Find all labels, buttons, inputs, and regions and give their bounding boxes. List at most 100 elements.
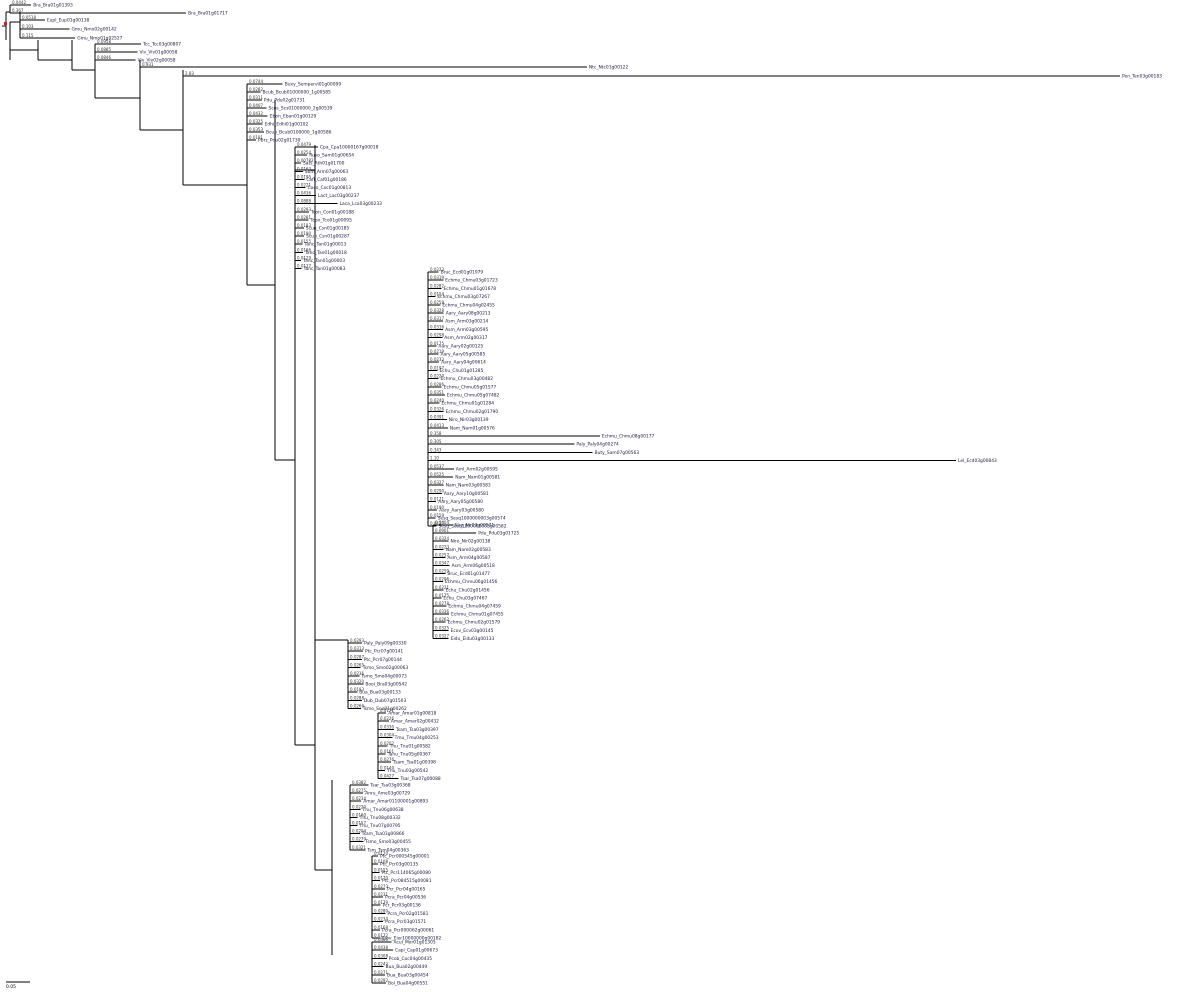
- leaf-label: Aary_Aary05g00585: [441, 352, 486, 358]
- leaf-label: Lel_Ecd03g00843: [958, 458, 997, 464]
- leaf-label: Bruc_Ecd01g01477: [447, 571, 490, 577]
- tree-branches: [2, 4, 1120, 984]
- branch-length-label: 0.0254: [297, 150, 311, 155]
- leaf-label: Ptc_Pcr03g00135: [380, 862, 418, 868]
- leaf-label: Bua_Bua02g00449: [386, 964, 428, 970]
- leaf-label: Bol_Bua04g00551: [388, 981, 428, 987]
- branch-length-label: 0.0432: [249, 111, 263, 116]
- branch-length-label: 0.0311: [249, 95, 263, 100]
- branch-length-label: 0.0262: [435, 617, 449, 622]
- leaf-label: Asm_Arm02g00317: [444, 335, 487, 341]
- leaf-label: Echu_Chu02g01456: [446, 587, 490, 593]
- leaf-label: Tsmo_Sno01g00262: [362, 706, 407, 712]
- leaf-label: Asm_Arm03g00595: [445, 327, 488, 333]
- branch-length-label: 0.0404: [435, 520, 449, 525]
- leaf-label: Ruso_Sam01g00654: [309, 153, 354, 159]
- branch-length-label: 0.0155: [374, 867, 388, 872]
- branch-length-label: 0.0163: [297, 166, 311, 171]
- branch-length-label: 0.0220: [352, 804, 366, 809]
- branch-length-label: 0.0351: [430, 390, 444, 395]
- branch-length-label: 0.0317: [430, 316, 444, 321]
- branch-length-label: 0.0193: [350, 687, 364, 692]
- leaf-label: Asm_Arm04g00587: [447, 555, 490, 561]
- branch-length-label: 0.0391: [430, 415, 444, 420]
- branch-length-label: 0.0525: [430, 472, 444, 477]
- leaf-label: Pdu_Pdu03g01725: [478, 531, 519, 537]
- leaf-label: Nam_Nam01g00576: [450, 425, 495, 431]
- leaf-label: Tsar_Tsa07g00088: [399, 776, 440, 782]
- leaf-label: Bua_Bua03g00133: [359, 690, 401, 696]
- branch-length-label: 0.115: [22, 33, 34, 38]
- branch-length-label: 0.0233: [430, 357, 444, 362]
- leaf-label: Echmu_Chmu01g01284: [442, 401, 495, 407]
- leaf-label: Tanc_Tan01g00083: [303, 266, 346, 272]
- leaf-label: Echmu_Chmu03g07267: [437, 294, 490, 300]
- leaf-label: Paly_Paly04g00274: [576, 442, 619, 448]
- branch-length-label: 0.0347: [435, 561, 449, 566]
- branch-length-label: 0.0155: [297, 239, 311, 244]
- leaf-label: Dub_Dub07g01503: [364, 698, 407, 704]
- branch-length-label: 2.83: [185, 71, 194, 76]
- leaf-label: Pcra_Pcr04g00536: [385, 895, 426, 901]
- leaf-label: Sesq_Sesq1000000003g00582: [438, 524, 506, 530]
- leaf-label: Echmu_Chmu01g07455: [451, 612, 504, 618]
- leaf-label: Eiov_Eior10000000g00182: [382, 936, 441, 942]
- leaf-label: Pcra_Pcr02g01581: [387, 911, 428, 917]
- branch-length-label: 0.00782: [297, 158, 314, 163]
- branch-length-label: 0.0353: [249, 127, 263, 132]
- branch-length-label: 0.0276: [380, 757, 394, 762]
- leaf-label: Niro_Nir02g00138: [451, 539, 491, 545]
- branch-length-label: 0.0129: [297, 255, 311, 260]
- leaf-label: Pcra_Pcr03g01571: [385, 919, 426, 925]
- branch-length-label: 0.0327: [430, 480, 444, 485]
- branch-length-label: 0.103: [22, 24, 34, 29]
- leaf-label: Amar_Amar01100001g00893: [363, 799, 428, 805]
- leaf-label: Pen_Ten03g00183: [1122, 74, 1162, 80]
- branch-length-label: 0.0197: [430, 365, 444, 370]
- branch-length-label: 0.0172: [374, 933, 388, 938]
- leaf-label: Echmu_Chmu01g01678: [444, 286, 497, 292]
- branch-length-label: 0.367: [12, 8, 24, 13]
- branch-length-label: 0.0202: [380, 741, 394, 746]
- leaf-label: Sesq_Sesq1000000003g00574: [438, 516, 506, 522]
- branch-length-label: 0.0175: [430, 341, 444, 346]
- leaf-label: Bra_Bra01g01393: [33, 3, 73, 9]
- branch-length-label: 0.0234: [352, 796, 366, 801]
- branch-length-label: 0.0407: [249, 103, 263, 108]
- leaf-label: Ptc_Pcr07g00144: [364, 657, 402, 663]
- branch-length-label: 0.0166: [297, 247, 311, 252]
- leaf-label: Pcob_Coc04g00435: [389, 956, 432, 962]
- branch-length-label: 0.0327: [435, 633, 449, 638]
- leaf-label: Tsam_Tsa01g00398: [392, 760, 436, 766]
- branch-length-label: 0.0257: [435, 552, 449, 557]
- branch-length-label: 0.0275: [352, 788, 366, 793]
- branch-length-label: 0.0221: [435, 585, 449, 590]
- branch-length-label: 0.0149: [380, 765, 394, 770]
- branch-length-label: 0.0888: [297, 199, 311, 204]
- branch-length-label: 0.0328: [430, 308, 444, 313]
- branch-length-label: 0.0242: [374, 962, 388, 967]
- branch-length-label: 0.0308: [374, 953, 388, 958]
- leaf-label: Aary_Aary04g00614: [441, 360, 486, 366]
- branch-length-label: 0.0190: [430, 505, 444, 510]
- leaf-label: Sats_Ath01g01700: [303, 161, 345, 167]
- branch-length-label: 0.0278: [435, 601, 449, 606]
- branch-length-label: 0.0479: [297, 142, 311, 147]
- branch-length-label: 0.0292: [374, 978, 388, 983]
- leaf-label: Echmu_Chmu04g02455: [442, 302, 495, 308]
- branch-length-label: 0.0157: [352, 821, 366, 826]
- leaf-label: Lact_Lac03g00237: [318, 193, 360, 199]
- tree-labels: 0.0442Bra_Bra01g013930.367Bra_Bra01g0171…: [12, 0, 1162, 987]
- leaf-label: Amar_Amar02g00432: [391, 719, 439, 725]
- leaf-label: Pdu_Pdu02g01731: [264, 98, 305, 104]
- branch-length-label: 0.0160: [352, 812, 366, 817]
- leaf-label: Echmu_Chmu04g07459: [448, 604, 501, 610]
- leaf-label: Tsam_Tsa03g00866: [361, 831, 405, 837]
- leaf-label: Scun_Csn01g00185: [306, 226, 350, 232]
- leaf-label: Tcc_Tcc03g00807: [142, 42, 181, 48]
- branch-length-label: 0.0382: [352, 780, 366, 785]
- leaf-label: Coco_Coc01g00813: [308, 185, 352, 191]
- branch-length-label: 0.358: [430, 431, 442, 436]
- leaf-label: Echmu_Chmu02g01579: [448, 620, 501, 626]
